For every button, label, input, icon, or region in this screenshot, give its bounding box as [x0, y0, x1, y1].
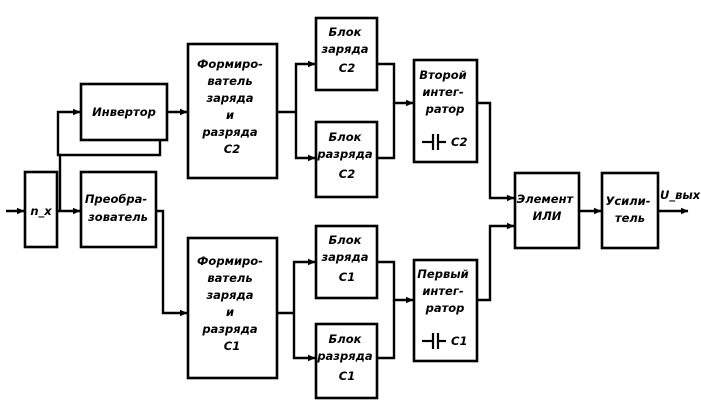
svg-text:Блок заряда С1: Блок заряда С1 [320, 233, 372, 284]
svg-text:Второй интег- рато: Второй интег- ратор [419, 68, 471, 116]
wire-to-charge-c2 [294, 60, 316, 112]
integrator-2-line-3: ратор [425, 102, 465, 116]
charge-c1-line-2: заряда [320, 250, 368, 264]
capacitor-c2-icon [422, 134, 446, 150]
svg-text:Формиро- ватель за: Формиро- ватель заряда и разряда С1 [197, 254, 267, 353]
charge-c2-block: Блок заряда С2 [314, 16, 379, 92]
integrator-2-line-1: Второй [419, 68, 467, 82]
svg-text:Блок разряда С2: Блок разряда С2 [316, 130, 376, 181]
wire-to-discharge-c1 [292, 313, 316, 362]
discharge-c2-block: Блок разряда С2 [314, 120, 379, 199]
or-element-line-1: Элемент [517, 192, 575, 206]
integrator-1-line-1: Первый [417, 267, 468, 281]
input-block: n_x [23, 170, 59, 249]
discharge-c2-line-2: разряда [316, 147, 373, 161]
wire-converter-former-c1 [155, 209, 188, 317]
svg-text:Блок разряда С1: Блок разряда С1 [316, 332, 376, 383]
svg-text:Усили- тель: Усили- тель [605, 194, 654, 225]
wire-charge-c1-int1 [376, 260, 414, 304]
former-c1-block: Формиро- ватель заряда и разряда С1 [186, 236, 279, 380]
converter-label-1: Преобра- [85, 192, 148, 206]
amplifier-line-2: тель [615, 211, 645, 225]
amplifier-block: Усили- тель [600, 171, 660, 250]
former-c1-line-6: С1 [224, 339, 240, 353]
integrator-2-line-2: интег- [422, 85, 463, 99]
integrator-2-cap-label: С2 [451, 135, 467, 149]
former-c2-block: Формиро- ватель заряда и разряда С2 [186, 42, 279, 180]
former-c2-line-3: заряда [205, 91, 253, 105]
discharge-c1-line-1: Блок [329, 332, 363, 346]
discharge-c1-line-2: разряда [316, 349, 373, 363]
former-c2-line-5: разряда [201, 125, 258, 139]
integrator-1-line-2: интег- [422, 284, 463, 298]
charge-c1-line-3: С1 [339, 270, 355, 284]
converter-label-2: зователь [87, 210, 148, 224]
or-element-block: Элемент ИЛИ [513, 171, 581, 250]
charge-c2-line-1: Блок [329, 25, 363, 39]
former-c1-line-1: Формиро- [197, 254, 263, 268]
or-element-line-2: ИЛИ [533, 209, 562, 223]
inverter-label: Инвертор [92, 105, 156, 119]
charge-c1-line-1: Блок [329, 233, 363, 247]
integrator-1-line-3: ратор [425, 301, 465, 315]
former-c1-line-4: и [226, 305, 234, 319]
discharge-c1-line-3: С1 [339, 369, 355, 383]
charge-c2-line-3: С2 [339, 61, 355, 75]
wire-to-charge-c1 [292, 258, 316, 313]
former-c1-line-5: разряда [201, 322, 258, 336]
svg-text:Преобра- зователь: Преобра- зователь [85, 192, 151, 224]
charge-c1-block: Блок заряда С1 [314, 224, 379, 300]
discharge-c1-block: Блок разряда С1 [314, 322, 379, 400]
output-label: U_вых [660, 188, 701, 203]
input-block-label: n_x [30, 204, 52, 219]
connection-lines [6, 60, 689, 362]
wire-charge-c2-int2 [376, 62, 414, 107]
charge-c2-line-2: заряда [320, 42, 368, 56]
svg-text:Формиро- ватель за: Формиро- ватель заряда и разряда С2 [197, 57, 267, 156]
former-c1-line-2: ватель [207, 271, 252, 285]
svg-text:Первый интег- рато: Первый интег- ратор [417, 267, 472, 315]
converter-block: Преобра- зователь [79, 170, 158, 249]
integrator-1-cap-label: С1 [451, 334, 467, 348]
former-c2-line-4: и [226, 108, 234, 122]
capacitor-c1-icon [422, 333, 446, 349]
svg-text:Блок заряда С2: Блок заряда С2 [320, 25, 372, 75]
svg-text:Инвертор: Инвертор [92, 105, 156, 119]
inverter-block: Инвертор [79, 82, 169, 142]
wire-to-discharge-c2 [294, 112, 316, 162]
integrator-2-block: Второй интег- ратор С2 [412, 58, 479, 164]
former-c1-line-3: заряда [205, 288, 253, 302]
discharge-c2-line-1: Блок [329, 130, 363, 144]
wire-discharge-c2-int2 [376, 103, 396, 160]
wire-int1-or [476, 222, 515, 302]
former-c2-line-1: Формиро- [197, 57, 263, 71]
integrator-1-block: Первый интег- ратор С1 [412, 258, 479, 363]
former-c2-line-6: С2 [224, 142, 240, 156]
svg-text:Элемент ИЛИ: Элемент ИЛИ [517, 192, 578, 223]
former-c2-line-2: ватель [207, 74, 252, 88]
amplifier-line-1: Усили- [605, 194, 650, 208]
wire-discharge-c1-int1 [376, 300, 396, 360]
wire-to-inverter [56, 108, 81, 211]
discharge-c2-line-3: С2 [339, 167, 355, 181]
wire-int2-or [476, 101, 515, 202]
